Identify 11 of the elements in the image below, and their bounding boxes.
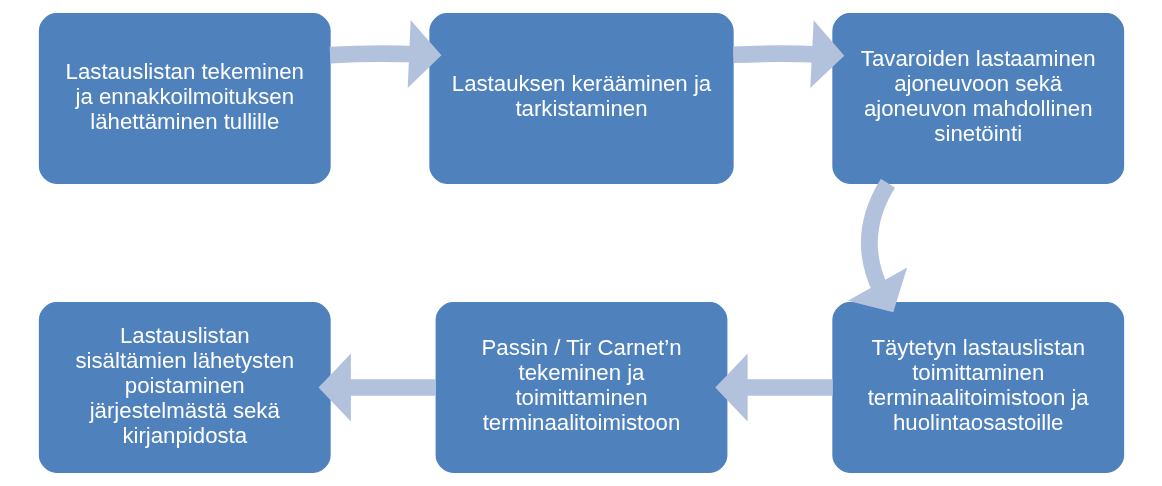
node-box: Lastauslistan sisältämien lähetysten poistaminen järjestelmästä sekä kirjanpidosta: [38, 302, 331, 473]
node-box: Passin / Tir Carnet’n tekeminen ja toimittaminen terminaalitoimistoon: [435, 302, 727, 473]
node-box: Täytetyn lastauslistan toimittaminen terminaalitoimistoon ja huolintaosastoille: [831, 302, 1124, 473]
arrow: [329, 19, 441, 88]
arrow: [318, 353, 436, 422]
arrow: [847, 179, 907, 313]
node-box: Lastauslistan tekeminen ja ennakkoilmoituksen lähettäminen tullille: [38, 13, 331, 184]
node-box: Lastauksen kerääminen ja tarkistaminen: [428, 13, 734, 184]
arrow: [732, 20, 844, 89]
arrow: [714, 353, 833, 422]
node-box: Tavaroiden lastaaminen ajoneuvoon sekä ajoneuvon mahdollinen sinetöinti: [831, 13, 1124, 184]
